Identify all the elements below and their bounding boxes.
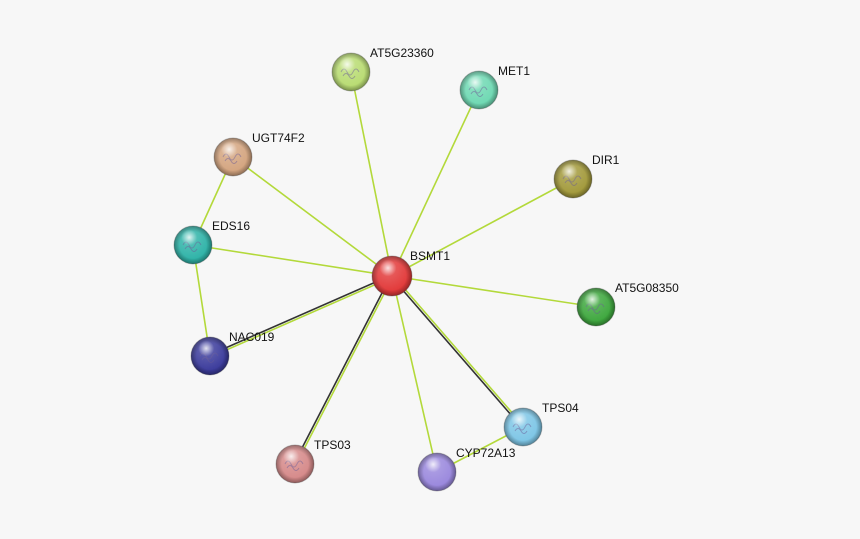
node-highlight: [577, 288, 615, 326]
node-label: TPS03: [314, 438, 351, 452]
node-highlight: [372, 256, 412, 296]
node-ugt74f2[interactable]: UGT74F2: [213, 131, 305, 177]
node-nac019[interactable]: NAC019: [190, 330, 275, 376]
node-highlight: [554, 160, 592, 198]
node-highlight: [332, 53, 370, 91]
node-bsmt1[interactable]: BSMT1: [371, 249, 450, 297]
node-label: DIR1: [592, 153, 620, 167]
edge-bsmt1-at5g23360: [350, 71, 393, 277]
edge-bsmt1-cyp72a13: [391, 275, 438, 473]
edge-bsmt1-nac019: [210, 276, 393, 358]
node-highlight: [191, 337, 229, 375]
edge-bsmt1-tps04: [390, 276, 523, 429]
edge-bsmt1-tps03: [295, 276, 394, 465]
edge-bsmt1-ugt74f2: [232, 156, 393, 277]
node-tps04[interactable]: TPS04: [503, 401, 579, 447]
node-highlight: [504, 408, 542, 446]
edge-bsmt1-dir1: [391, 178, 574, 277]
node-at5g08350[interactable]: AT5G08350: [576, 281, 679, 327]
edge-bsmt1-tps04: [392, 274, 525, 427]
edge-bsmt1-nac019: [209, 274, 392, 356]
node-highlight: [460, 71, 498, 109]
node-label: MET1: [498, 64, 530, 78]
node-cyp72a13[interactable]: CYP72A13: [417, 446, 516, 492]
node-label: TPS04: [542, 401, 579, 415]
node-met1[interactable]: MET1: [459, 64, 530, 110]
node-label: UGT74F2: [252, 131, 305, 145]
edge-bsmt1-at5g08350: [391, 275, 597, 308]
node-label: AT5G08350: [615, 281, 679, 295]
node-tps03[interactable]: TPS03: [275, 438, 351, 484]
node-label: BSMT1: [410, 249, 450, 263]
nodes-layer: BSMT1 AT5G23360MET1UGT74F2DIR1EDS16AT5G08…: [173, 46, 679, 492]
node-highlight: [276, 445, 314, 483]
node-label: AT5G23360: [370, 46, 434, 60]
node-highlight: [174, 226, 212, 264]
edge-bsmt1-eds16: [192, 244, 393, 277]
node-label: CYP72A13: [456, 446, 516, 460]
node-eds16[interactable]: EDS16: [173, 219, 250, 265]
node-at5g23360[interactable]: AT5G23360: [331, 46, 434, 92]
node-highlight: [418, 453, 456, 491]
edge-bsmt1-met1: [391, 89, 480, 277]
node-label: EDS16: [212, 219, 250, 233]
edge-bsmt1-tps03: [293, 275, 392, 464]
node-label: NAC019: [229, 330, 275, 344]
node-dir1[interactable]: DIR1: [553, 153, 620, 199]
node-highlight: [214, 138, 252, 176]
